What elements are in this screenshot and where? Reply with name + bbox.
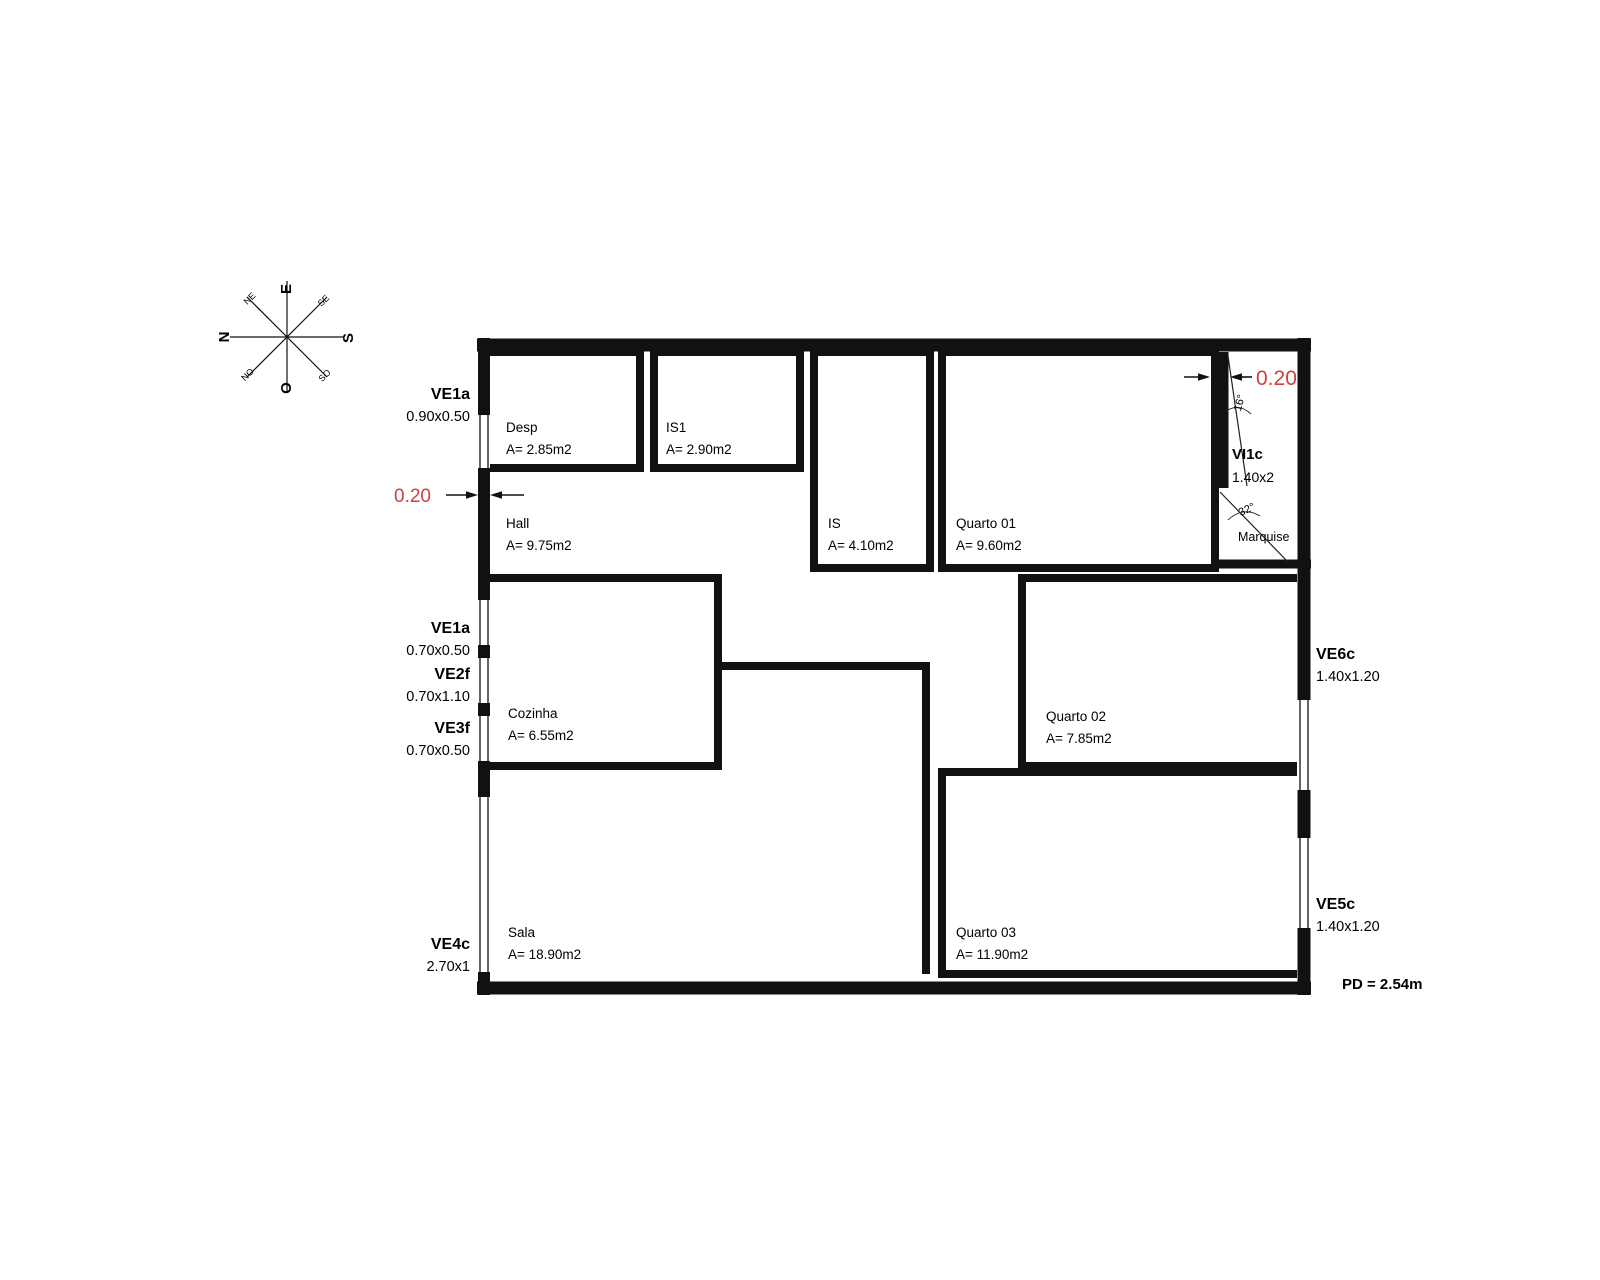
compass-label-s: S — [340, 333, 357, 343]
dim-left-arrowhead1 — [466, 491, 478, 499]
room-outline-sala — [718, 662, 930, 974]
room-area: A= 2.85m2 — [506, 442, 572, 457]
compass-label-o: O — [278, 382, 295, 394]
opening-code: VE1a — [430, 620, 470, 637]
compass-axis-diagonal-2 — [246, 296, 328, 378]
wall-dim-left: 0.20 — [394, 486, 524, 507]
room-name: IS — [828, 516, 841, 531]
room-name: Cozinha — [508, 706, 558, 721]
opening-code: VE6c — [1316, 646, 1356, 663]
room-area: A= 7.85m2 — [1046, 731, 1112, 746]
angle-label-32: 32° — [1237, 501, 1257, 519]
opening-size: 0.90x0.50 — [406, 409, 470, 425]
room-area: A= 2.90m2 — [666, 442, 732, 457]
room-outline-quarto01 — [938, 348, 1219, 572]
opening-label-ve5c: VE5c 1.40x1.20 — [1316, 894, 1380, 938]
room-name: Quarto 01 — [956, 516, 1017, 531]
compass-rose: E N S O NE SE SO NO — [216, 281, 357, 394]
opening-code: VE1a — [430, 386, 470, 403]
opening-label-ve2f: VE2f 0.70x1.10 — [406, 664, 470, 708]
room-area: A= 11.90m2 — [956, 947, 1029, 962]
window-glazing-lines — [479, 415, 1309, 972]
opening-size: 2.70x1 — [426, 959, 470, 975]
room-label-quarto01: Quarto 01 A= 9.60m2 — [956, 513, 1022, 557]
opening-size: 0.70x0.50 — [406, 743, 470, 759]
opening-label-ve1a-top: VE1a 0.90x0.50 — [406, 384, 470, 428]
room-area: A= 4.10m2 — [828, 538, 894, 553]
room-label-quarto02: Quarto 02 A= 7.85m2 — [1046, 706, 1112, 750]
room-area: A= 9.60m2 — [956, 538, 1022, 553]
room-area: A= 9.75m2 — [506, 538, 572, 553]
dim-left-arrowhead2 — [490, 491, 502, 499]
room-outline-is — [810, 348, 934, 572]
outer-walls — [477, 338, 1311, 995]
room-outline-cozinha — [490, 574, 722, 770]
dim-right-arrowhead1 — [1198, 373, 1210, 381]
room-outline-is1 — [650, 348, 804, 472]
room-label-sala: Sala A= 18.90m2 — [508, 922, 581, 966]
opening-code: VE5c — [1316, 896, 1356, 913]
opening-label-ve1a-left: VE1a 0.70x0.50 — [406, 618, 470, 662]
vi1c-louver-upper-line — [1227, 355, 1248, 487]
room-outline-desp — [490, 348, 644, 472]
opening-code: VE4c — [430, 936, 470, 953]
room-name: Quarto 03 — [956, 925, 1017, 940]
angle-arc-16 — [1224, 407, 1252, 415]
room-label-quarto03: Quarto 03 A= 11.90m2 — [956, 922, 1028, 966]
room-label-cozinha: Cozinha A= 6.55m2 — [508, 703, 574, 747]
room-name: IS1 — [666, 420, 687, 435]
room-name: Quarto 02 — [1046, 709, 1107, 724]
compass-label-no: NO — [239, 366, 256, 383]
opening-size: 1.40x2 — [1232, 469, 1275, 485]
opening-code: VE3f — [434, 720, 470, 737]
ceiling-height-note: PD = 2.54m — [1342, 976, 1423, 993]
room-area: A= 18.90m2 — [508, 947, 582, 962]
opening-code: VI1c — [1232, 446, 1263, 463]
vi1c-louver-lower-line — [1219, 491, 1289, 563]
room-label-is: IS A= 4.10m2 — [828, 513, 894, 557]
room-label-hall: Hall A= 9.75m2 — [506, 513, 572, 557]
opening-size: 0.70x0.50 — [406, 643, 470, 659]
compass-label-n: N — [216, 332, 233, 343]
opening-label-vi1c: VI1c 1.40x2 — [1232, 444, 1274, 488]
compass-label-ne: NE — [242, 291, 258, 307]
room-name: Desp — [506, 420, 538, 435]
angle-label-16: 16° — [1232, 393, 1248, 412]
room-label-desp: Desp A= 2.85m2 — [506, 417, 572, 461]
dim-right-arrowhead2 — [1230, 373, 1242, 381]
opening-label-ve3f: VE3f 0.70x0.50 — [406, 718, 470, 762]
opening-size: 1.40x1.20 — [1316, 919, 1380, 935]
angle-arc-32 — [1227, 511, 1261, 521]
opening-code: VE2f — [434, 666, 470, 683]
compass-label-so: SO — [316, 367, 332, 383]
compass-label-e: E — [278, 284, 295, 294]
opening-size: 0.70x1.10 — [406, 689, 470, 705]
room-label-is1: IS1 A= 2.90m2 — [666, 417, 732, 461]
room-area: A= 6.55m2 — [508, 728, 574, 743]
room-name: Sala — [508, 925, 536, 940]
opening-label-ve4c: VE4c 2.70x1 — [426, 934, 470, 978]
room-outline-quarto02 — [1018, 574, 1297, 770]
wall-dim-right: 0.20 — [1184, 367, 1297, 390]
room-name: Hall — [506, 516, 530, 531]
dim-left-value: 0.20 — [394, 486, 431, 507]
opening-size: 1.40x1.20 — [1316, 669, 1380, 685]
room-outline-quarto03 — [938, 768, 1297, 978]
dim-right-value: 0.20 — [1256, 367, 1297, 390]
interior-walls — [490, 348, 1311, 978]
room-label-marquise: Marquise — [1238, 530, 1290, 544]
opening-label-ve6c: VE6c 1.40x1.20 — [1316, 644, 1380, 688]
